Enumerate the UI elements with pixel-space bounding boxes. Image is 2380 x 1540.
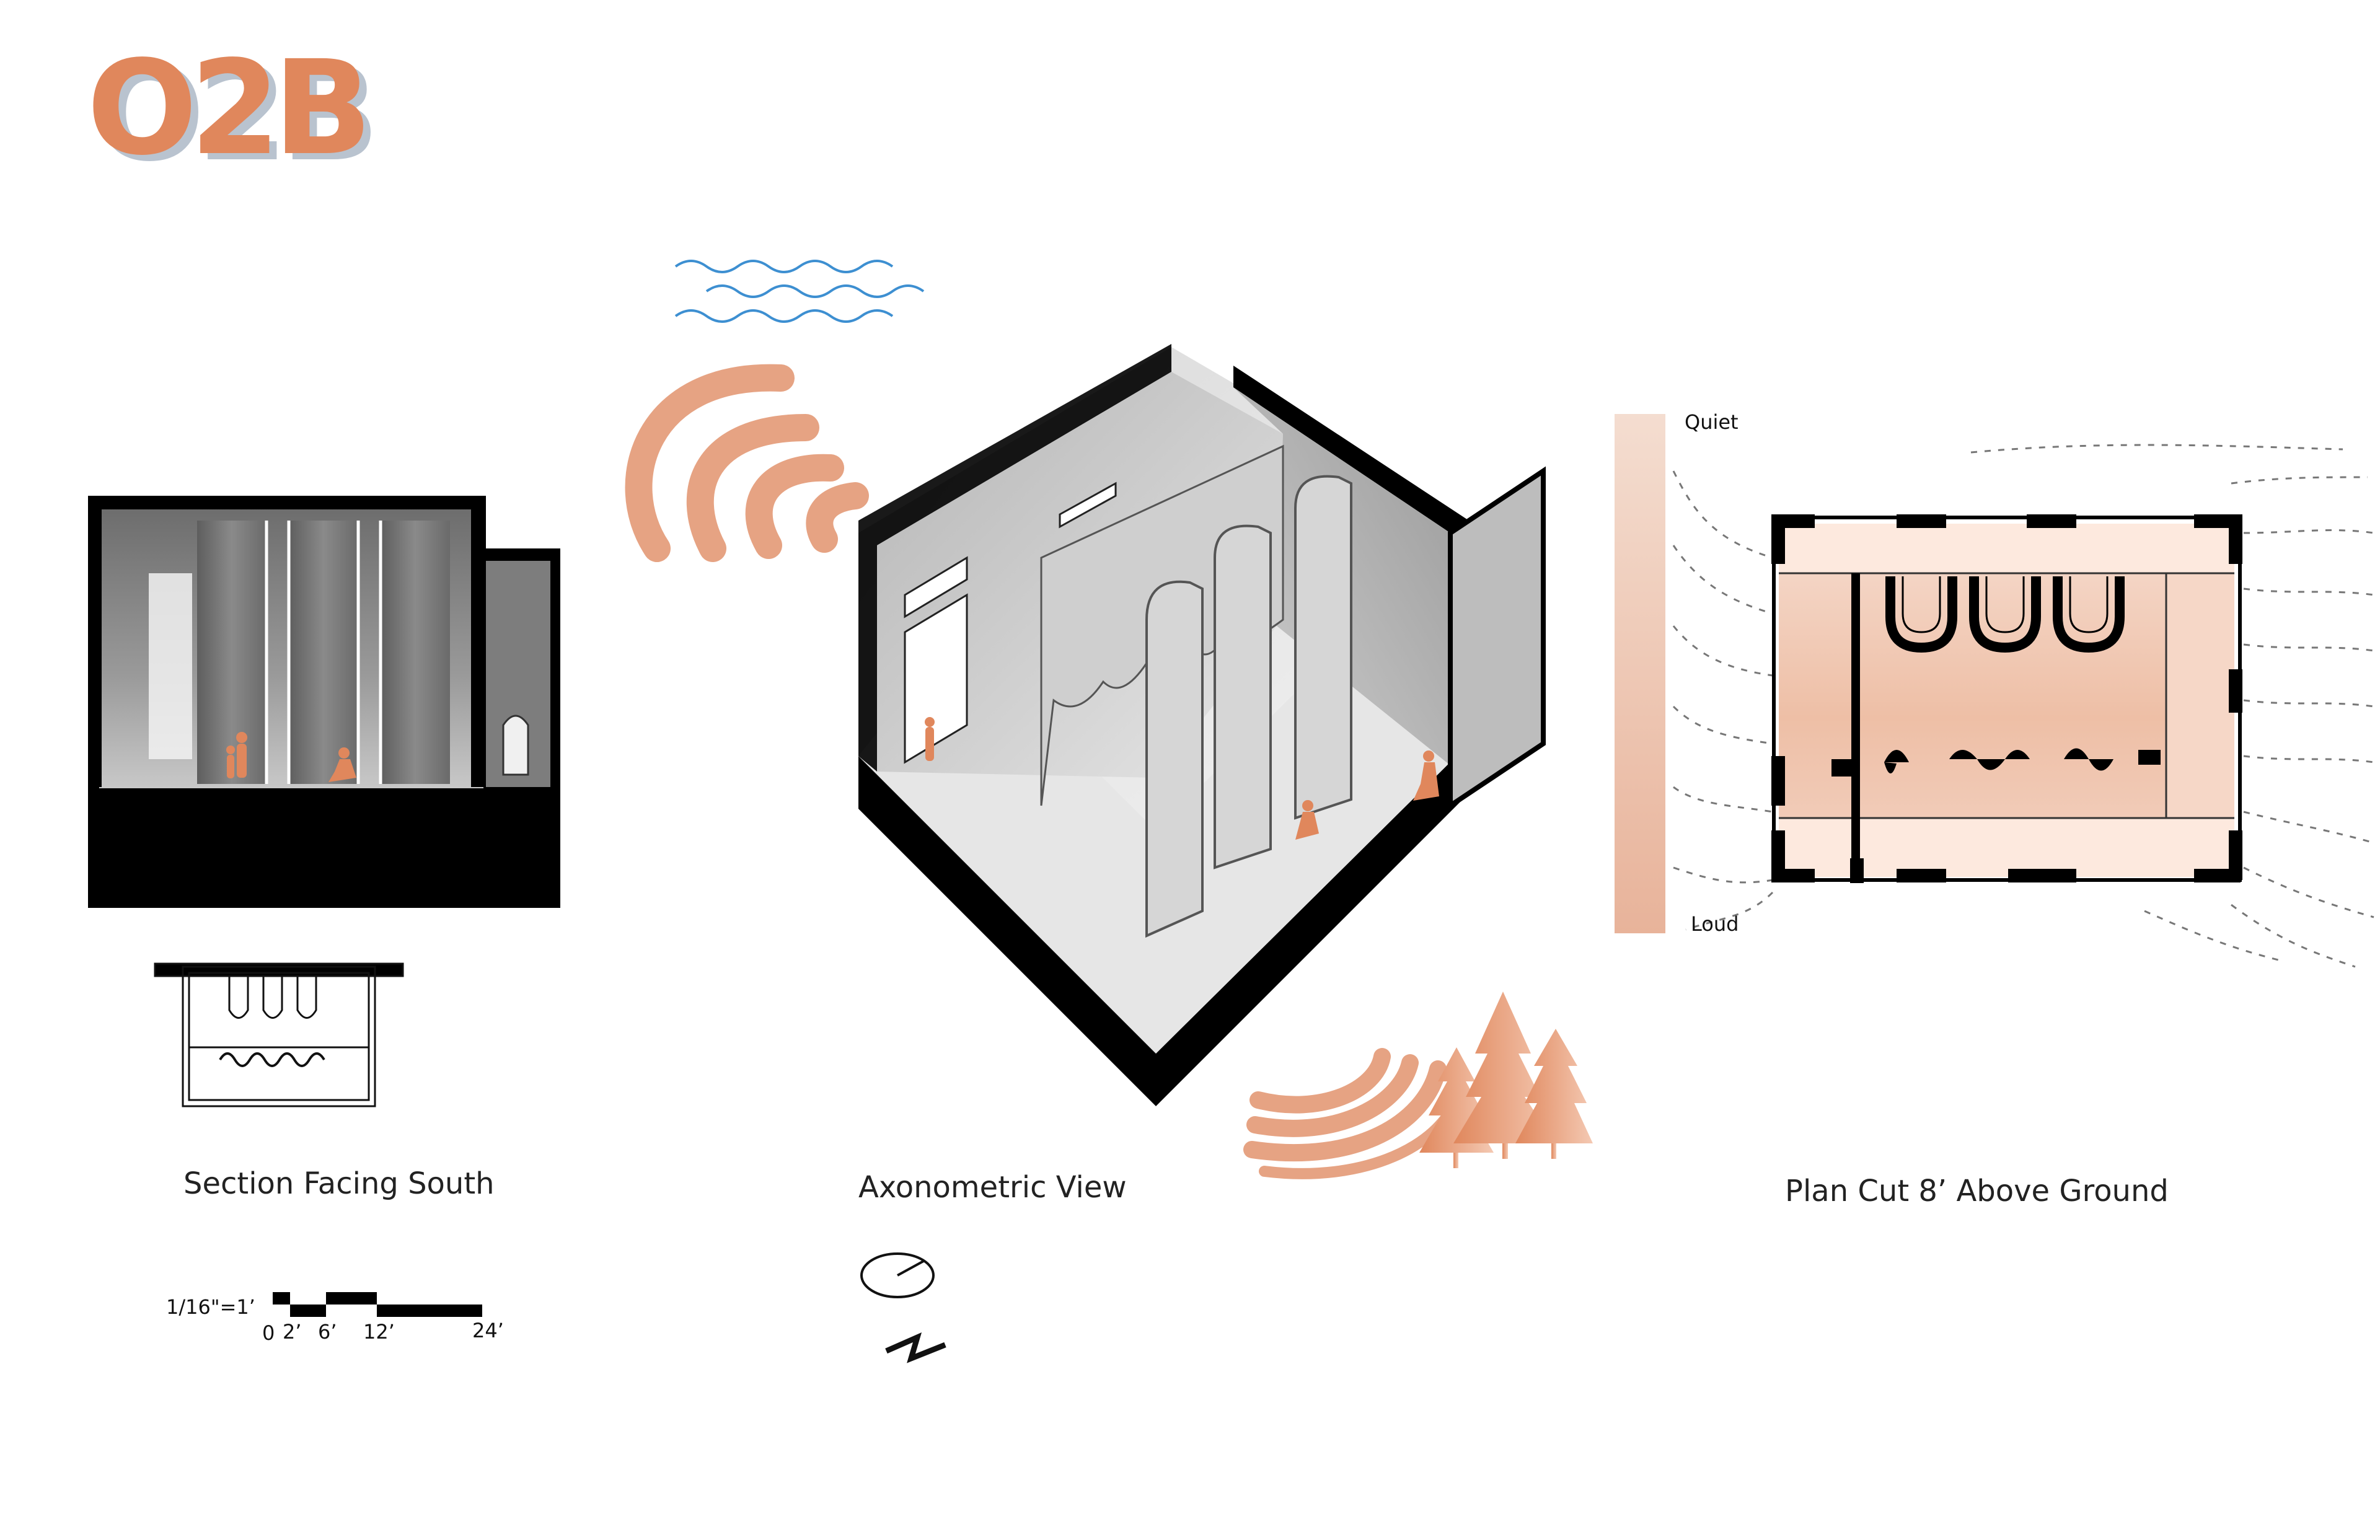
section-drawing [88, 496, 560, 908]
axonometric-view-label: Axonometric View [858, 1170, 1127, 1205]
scale-tick-label: 24’ [472, 1319, 504, 1342]
axonometric-drawing [858, 344, 1546, 1106]
human-figure-icon [925, 717, 1439, 840]
sound-waves-icon [625, 364, 869, 562]
scale-tick-label: 2’ [283, 1320, 302, 1344]
section-view-label: Section Facing South [183, 1166, 495, 1201]
scale-tick-label: 12’ [363, 1320, 395, 1344]
plan-drawing [1672, 444, 2374, 968]
legend-quiet-label: Quiet [1685, 410, 1739, 434]
water-waves-icon [674, 260, 925, 323]
scale-tick-label: 6’ [318, 1320, 337, 1344]
scale-tick-label: 0 [262, 1321, 275, 1345]
plan-view-label: Plan Cut 8’ Above Ground [1785, 1174, 2169, 1208]
trees-icon [1419, 992, 1593, 1168]
scale-bar [273, 1292, 482, 1317]
quiet-loud-legend-bar [1615, 414, 1665, 933]
human-figure-icon [226, 732, 356, 782]
section-key-plan [154, 962, 404, 1107]
legend-loud-label: Loud [1691, 912, 1739, 936]
page-title: O2B [87, 32, 372, 184]
sound-waves-icon [1243, 1048, 1465, 1179]
north-arrow-icon [860, 1252, 946, 1363]
scale-ratio-label: 1/16"=1’ [166, 1295, 255, 1319]
